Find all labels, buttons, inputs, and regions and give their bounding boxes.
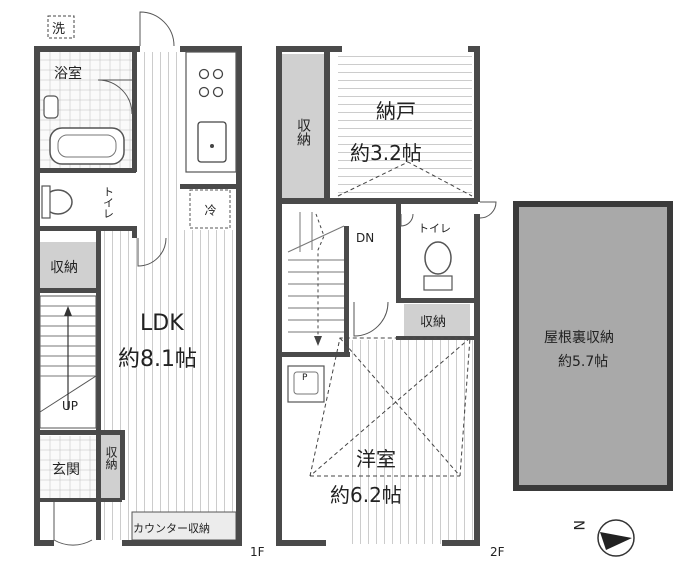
doors-1f bbox=[53, 11, 175, 546]
floor-2 bbox=[276, 46, 497, 546]
ldk-label: LDK bbox=[140, 311, 184, 336]
western-room-label: 洋室 bbox=[356, 447, 396, 471]
closet2-2f-label: 収納 bbox=[420, 315, 446, 330]
sink-2f bbox=[287, 365, 325, 403]
toilet-2f-tank bbox=[423, 275, 453, 291]
stair-area-2f bbox=[288, 212, 350, 352]
storage-1f-fill bbox=[40, 242, 98, 288]
toilet-1f-label: トイレ bbox=[102, 186, 115, 219]
compass-arrow-icon bbox=[600, 532, 632, 550]
attic-size: 約5.7帖 bbox=[558, 354, 608, 370]
doors-2f bbox=[353, 201, 497, 337]
entrance-label: 玄関 bbox=[52, 461, 80, 478]
storage-room-size: 約3.2帖 bbox=[350, 141, 422, 165]
attic-box bbox=[513, 201, 673, 491]
ceiling-lines bbox=[309, 161, 473, 477]
toilet-1f-tank bbox=[41, 185, 51, 219]
compass-north-label: N bbox=[570, 520, 586, 530]
sink-mark: P bbox=[302, 373, 308, 383]
kitchen-flooring bbox=[138, 52, 184, 232]
stair-arrow-icon bbox=[64, 306, 72, 316]
shoe-storage-label: 収納 bbox=[104, 446, 118, 470]
entrance-floor bbox=[40, 436, 100, 500]
closet-2f-label: 収納 bbox=[295, 118, 311, 147]
western-room-size: 約6.2帖 bbox=[330, 483, 402, 507]
toilet-2f-bowl bbox=[424, 241, 452, 275]
storage-1f-label: 収納 bbox=[50, 260, 78, 276]
walls-1f bbox=[34, 46, 242, 546]
closet2-2f-fill bbox=[404, 304, 470, 338]
floor2-level-label: 2F bbox=[490, 545, 505, 559]
storage-room-label: 納戸 bbox=[376, 99, 416, 123]
storage-room-flooring bbox=[338, 52, 472, 196]
floor-1 bbox=[34, 11, 242, 546]
compass bbox=[597, 519, 635, 557]
bathtub bbox=[49, 127, 125, 165]
bath-label: 浴室 bbox=[54, 65, 82, 82]
bath-basin bbox=[43, 95, 59, 119]
stair-up-label: UP bbox=[62, 399, 78, 413]
stair-down-arrow-icon bbox=[314, 336, 322, 346]
western-room-flooring bbox=[350, 340, 476, 544]
stove-icon bbox=[198, 68, 224, 98]
bathtub-inner bbox=[57, 134, 117, 158]
ldk-flooring bbox=[104, 230, 236, 540]
floor1-level-label: 1F bbox=[250, 545, 265, 559]
fridge-label: 冷 bbox=[203, 204, 217, 216]
laundry-label: 洗 bbox=[52, 22, 65, 37]
shoe-storage-fill bbox=[100, 430, 122, 498]
labels: 洗 浴室 トイレ 冷 収納 LDK 約8.1帖 UP 玄関 収納 カウンター収納… bbox=[50, 22, 614, 559]
stairs-2f bbox=[287, 212, 345, 346]
sink-2f-basin bbox=[293, 371, 319, 395]
drain-icon bbox=[210, 144, 214, 148]
kitchen-sink-icon bbox=[197, 121, 227, 163]
toilet-2f-label: トイレ bbox=[418, 222, 451, 235]
closet-2f-fill bbox=[282, 54, 324, 202]
stairs-1f bbox=[39, 295, 97, 429]
attic-label: 屋根裏収納 bbox=[544, 329, 614, 346]
stair-dn-label: DN bbox=[356, 231, 374, 245]
laundry-space bbox=[47, 15, 75, 39]
counter-storage-label: カウンター収納 bbox=[133, 522, 210, 535]
fridge-space bbox=[189, 189, 231, 229]
ldk-size: 約8.1帖 bbox=[118, 347, 197, 372]
walls-2f bbox=[276, 46, 480, 546]
attic-storage bbox=[513, 201, 673, 491]
